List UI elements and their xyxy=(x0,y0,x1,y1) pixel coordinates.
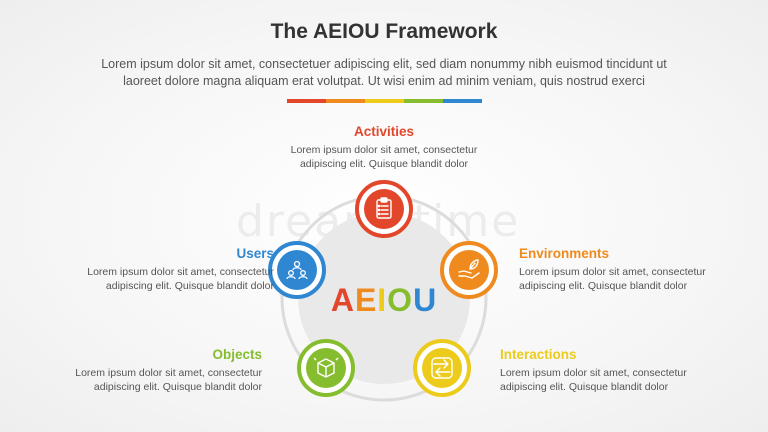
exchange-arrows-icon xyxy=(431,357,453,379)
cube-icon xyxy=(313,357,339,378)
team-icon xyxy=(286,260,308,280)
objects-title: Objects xyxy=(212,347,262,362)
letter-u: U xyxy=(413,282,437,318)
letter-i: I xyxy=(377,282,387,318)
users-desc: Lorem ipsum dolor sit amet, consectetur … xyxy=(20,265,274,293)
environments-desc: Lorem ipsum dolor sit amet, consectetur … xyxy=(519,265,759,293)
activities-desc: Lorem ipsum dolor sit amet, consectetur … xyxy=(234,143,534,171)
interactions-block: Interactions Lorem ipsum dolor sit amet,… xyxy=(500,347,740,394)
node-interactions xyxy=(413,339,471,397)
divider-segment xyxy=(326,99,365,103)
environments-desc-line-2: adipiscing elit. Quisque blandit dolor xyxy=(519,280,688,292)
subtitle-line-2: laoreet dolore magna aliquam erat volutp… xyxy=(123,74,645,88)
interactions-desc: Lorem ipsum dolor sit amet, consectetur … xyxy=(500,366,740,394)
color-divider xyxy=(287,99,482,103)
users-desc-line-1: Lorem ipsum dolor sit amet, consectetur xyxy=(87,266,274,278)
environments-title: Environments xyxy=(519,246,610,261)
users-block: Users Lorem ipsum dolor sit amet, consec… xyxy=(20,246,274,293)
activities-block: Activities Lorem ipsum dolor sit amet, c… xyxy=(234,124,534,171)
divider-segment xyxy=(404,99,443,103)
subtitle-line-1: Lorem ipsum dolor sit amet, consectetuer… xyxy=(101,57,667,71)
activities-title: Activities xyxy=(353,124,415,139)
divider-segment xyxy=(443,99,482,103)
objects-desc: Lorem ipsum dolor sit amet, consectetur … xyxy=(20,366,262,394)
objects-block: Objects Lorem ipsum dolor sit amet, cons… xyxy=(20,347,262,394)
activities-desc-line-2: adipiscing elit. Quisque blandit dolor xyxy=(299,158,469,170)
center-disc xyxy=(298,212,470,384)
node-objects xyxy=(297,339,355,397)
node-users xyxy=(268,241,326,299)
divider-segment xyxy=(365,99,404,103)
node-environments xyxy=(440,241,498,299)
center-label: AEIOU xyxy=(331,282,437,318)
objects-desc-line-2: adipiscing elit. Quisque blandit dolor xyxy=(93,381,262,393)
letter-a: A xyxy=(331,282,355,318)
letter-e: E xyxy=(355,282,377,318)
clipboard-icon xyxy=(376,197,392,219)
objects-desc-line-1: Lorem ipsum dolor sit amet, consectetur xyxy=(75,367,262,379)
environments-block: Environments Lorem ipsum dolor sit amet,… xyxy=(519,246,759,293)
interactions-desc-line-1: Lorem ipsum dolor sit amet, consectetur xyxy=(500,367,687,379)
users-title: Users xyxy=(236,246,274,261)
interactions-title: Interactions xyxy=(500,347,577,362)
users-desc-line-2: adipiscing elit. Quisque blandit dolor xyxy=(105,280,274,292)
interactions-desc-line-2: adipiscing elit. Quisque blandit dolor xyxy=(500,381,669,393)
hand-leaf-icon xyxy=(458,259,480,279)
page-title: The AEIOU Framework xyxy=(270,20,498,43)
node-activities xyxy=(355,180,413,238)
letter-o: O xyxy=(387,282,413,318)
page-subtitle: Lorem ipsum dolor sit amet, consectetuer… xyxy=(40,56,728,90)
environments-desc-line-1: Lorem ipsum dolor sit amet, consectetur xyxy=(519,266,706,278)
divider-segment xyxy=(287,99,326,103)
activities-desc-line-1: Lorem ipsum dolor sit amet, consectetur xyxy=(290,144,478,156)
